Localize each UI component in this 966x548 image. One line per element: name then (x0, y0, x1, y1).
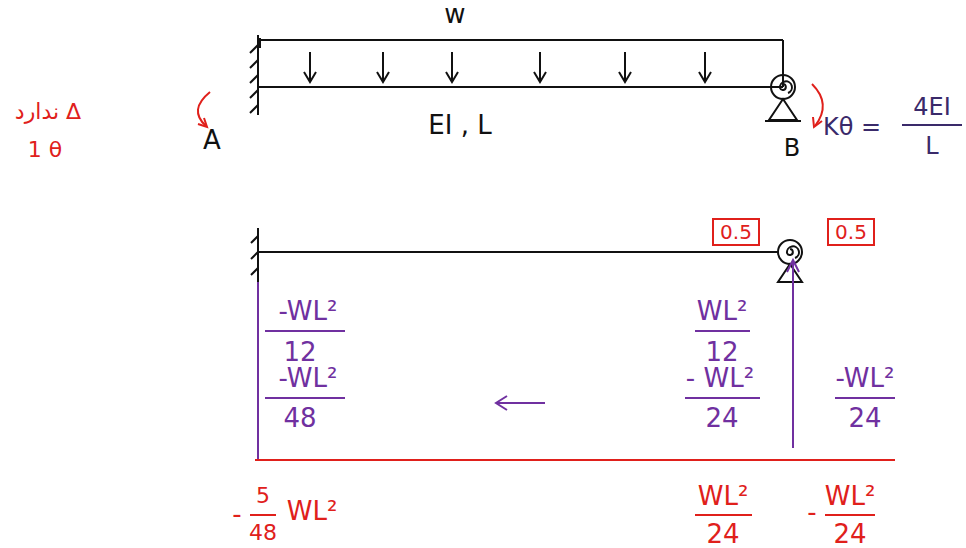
moment-denominator: 48 (283, 405, 316, 431)
final-denominator: 48 (249, 522, 277, 544)
stiffness-label: Kθ = (823, 115, 881, 139)
moment-denominator: 24 (705, 405, 738, 431)
distribution-factor-box: 0.5 (827, 218, 875, 246)
moment-denominator: 12 (705, 339, 738, 365)
note: 1 θ (28, 139, 62, 161)
final-numerator: WL² (698, 483, 749, 509)
moment-numerator: - WL² (686, 365, 754, 391)
moment-denominator: 12 (283, 339, 316, 365)
support-label: B (784, 136, 800, 160)
final-sign: - (807, 499, 816, 525)
final-denominator: 24 (833, 521, 866, 547)
moment-numerator: WL² (697, 298, 748, 324)
moment-numerator: -WL² (279, 365, 338, 391)
final-numerator: 5 (256, 485, 270, 507)
support-label: A (203, 127, 221, 153)
final-sign: - (232, 501, 241, 527)
note: Δ ندارد (15, 101, 81, 123)
moment-numerator: -WL² (836, 365, 895, 391)
moment-numerator: -WL² (279, 298, 338, 324)
factor-value: 0.5 (720, 222, 752, 242)
beam-property: EI , L (428, 112, 491, 138)
final-moment: WL² (287, 498, 338, 524)
distribution-factor-box: 0.5 (712, 218, 760, 246)
load-label: w (444, 1, 465, 27)
final-denominator: 24 (706, 521, 739, 547)
stiffness-numerator: 4EI (913, 95, 951, 119)
final-numerator: WL² (825, 483, 876, 509)
factor-value: 0.5 (835, 222, 867, 242)
moment-denominator: 24 (848, 405, 881, 431)
stiffness-denominator: L (925, 134, 938, 158)
